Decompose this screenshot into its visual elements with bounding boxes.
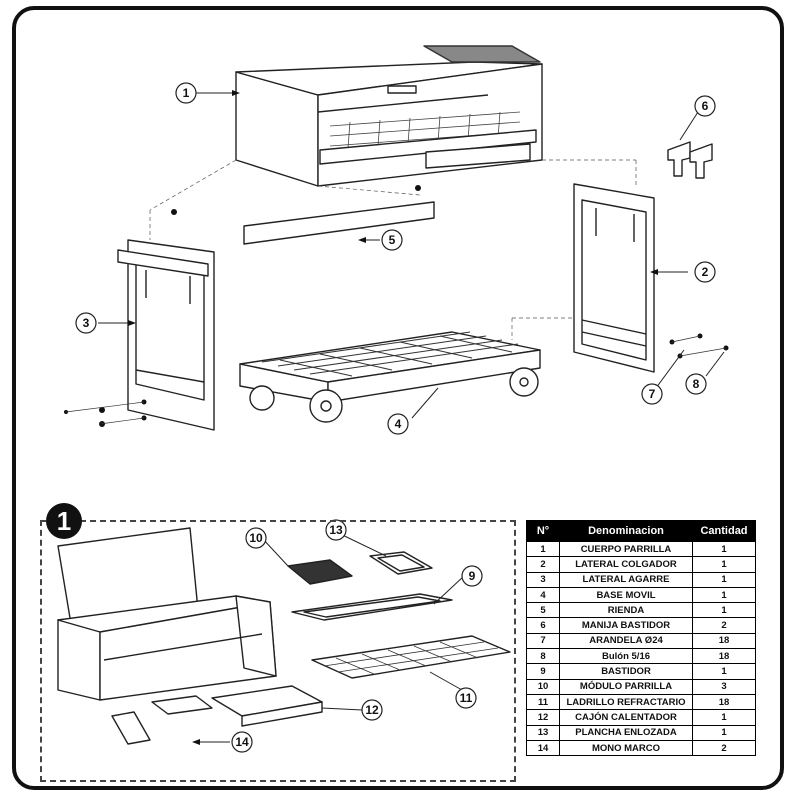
row-num: 7 bbox=[526, 632, 560, 650]
row-name: RIENDA bbox=[559, 602, 693, 619]
row-qty: 2 bbox=[692, 617, 756, 634]
row-qty: 18 bbox=[692, 693, 756, 711]
callout-10: 10 bbox=[249, 531, 263, 545]
header-name: Denominacion bbox=[559, 520, 693, 542]
detail-frame-bars-drawing bbox=[111, 695, 213, 745]
callout-14: 14 bbox=[235, 735, 249, 749]
callout-2: 2 bbox=[702, 265, 709, 279]
row-name: MÓDULO PARRILLA bbox=[559, 678, 693, 695]
row-name: MANIJA BASTIDOR bbox=[559, 617, 693, 634]
callout-5: 5 bbox=[389, 233, 396, 247]
detail-marker: 1 bbox=[46, 503, 82, 539]
row-num: 14 bbox=[526, 739, 560, 757]
callout-1: 1 bbox=[183, 86, 190, 100]
handles-drawing bbox=[667, 141, 713, 179]
callout-11: 11 bbox=[460, 691, 473, 705]
row-num: 3 bbox=[526, 571, 560, 588]
row-qty: 18 bbox=[692, 632, 756, 650]
row-name: CUERPO PARRILLA bbox=[559, 540, 693, 558]
mobile-base-drawing bbox=[239, 331, 541, 423]
outer-frame bbox=[12, 6, 784, 790]
row-name: BASE MOVIL bbox=[559, 586, 693, 604]
detail-warming-drawer-drawing bbox=[211, 685, 323, 727]
right-side-frame-drawing bbox=[573, 183, 655, 373]
row-qty: 1 bbox=[692, 602, 756, 619]
row-name: PLANCHA ENLOZADA bbox=[559, 724, 693, 741]
row-name: CAJÓN CALENTADOR bbox=[559, 709, 693, 726]
row-num: 9 bbox=[526, 663, 560, 680]
row-num: 5 bbox=[526, 602, 560, 619]
row-num: 8 bbox=[526, 648, 560, 665]
row-num: 13 bbox=[526, 724, 560, 741]
row-name: MONO MARCO bbox=[559, 739, 693, 757]
header-qty: Cantidad bbox=[692, 520, 756, 542]
row-num: 10 bbox=[526, 678, 560, 695]
row-num: 12 bbox=[526, 709, 560, 726]
row-num: 4 bbox=[526, 586, 560, 604]
row-qty: 3 bbox=[692, 678, 756, 695]
detail-bricks-drawing bbox=[311, 635, 511, 679]
detail-grill-module-drawing bbox=[287, 559, 353, 585]
row-num: 11 bbox=[526, 693, 560, 711]
header-num: N° bbox=[526, 520, 560, 542]
grill-body-drawing bbox=[235, 45, 543, 187]
detail-enamel-plate-drawing bbox=[369, 551, 433, 575]
row-num: 6 bbox=[526, 617, 560, 634]
callout-9: 9 bbox=[469, 569, 476, 583]
callout-3: 3 bbox=[83, 316, 90, 330]
brace-drawing bbox=[243, 201, 435, 245]
callout-12: 12 bbox=[365, 703, 379, 717]
row-qty: 1 bbox=[692, 540, 756, 558]
callout-7: 7 bbox=[649, 387, 656, 401]
detail-rack-drawing bbox=[291, 593, 453, 621]
detail-grill-body-drawing bbox=[57, 527, 277, 701]
row-qty: 1 bbox=[692, 663, 756, 680]
row-name: ARANDELA Ø24 bbox=[559, 632, 693, 650]
row-qty: 2 bbox=[692, 739, 756, 757]
callout-8: 8 bbox=[693, 377, 700, 391]
row-qty: 1 bbox=[692, 724, 756, 741]
callout-4: 4 bbox=[395, 417, 402, 431]
row-name: LADRILLO REFRACTARIO bbox=[559, 693, 693, 711]
left-side-frame-drawing bbox=[117, 239, 215, 431]
row-name: BASTIDOR bbox=[559, 663, 693, 680]
row-name: Bulón 5/16 bbox=[559, 648, 693, 665]
row-num: 1 bbox=[526, 540, 560, 558]
parts-table-header: N° Denominacion Cantidad bbox=[526, 520, 756, 542]
callout-6: 6 bbox=[702, 99, 709, 113]
row-qty: 18 bbox=[692, 648, 756, 665]
row-qty: 1 bbox=[692, 556, 756, 573]
detail-panel bbox=[40, 520, 516, 782]
row-name: LATERAL COLGADOR bbox=[559, 556, 693, 573]
callout-13: 13 bbox=[329, 523, 343, 537]
row-num: 2 bbox=[526, 556, 560, 573]
row-qty: 1 bbox=[692, 709, 756, 726]
row-qty: 1 bbox=[692, 586, 756, 604]
row-qty: 1 bbox=[692, 571, 756, 588]
row-name: LATERAL AGARRE bbox=[559, 571, 693, 588]
